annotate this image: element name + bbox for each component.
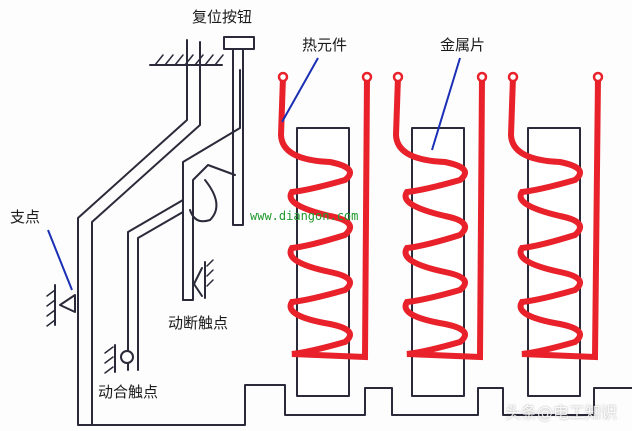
ceiling-hatch xyxy=(154,54,224,66)
make-contact-arm xyxy=(127,199,184,371)
label-heating-element: 热元件 xyxy=(302,36,348,54)
base-frame xyxy=(77,39,632,426)
make-contact-point xyxy=(120,350,134,364)
pointer-pivot xyxy=(47,229,73,291)
pivot-triangle xyxy=(59,294,76,313)
pivot-hatch xyxy=(46,289,56,327)
heater-coil-2 xyxy=(392,74,485,361)
corner-watermark: 头条@电工知识 xyxy=(505,403,618,422)
lever-rod xyxy=(91,41,201,426)
pointer-metal-strip xyxy=(431,57,461,151)
website-watermark: www.diangon.com xyxy=(250,209,359,223)
label-reset-button: 复位按钮 xyxy=(192,8,253,26)
make-contact-hatch xyxy=(104,346,114,374)
terminal-2b xyxy=(476,71,488,83)
heater-coil-3 xyxy=(507,74,601,361)
terminal-3a xyxy=(507,71,519,83)
terminal-2a xyxy=(392,71,404,83)
cam-curve xyxy=(189,179,218,223)
label-pivot: 支点 xyxy=(10,208,41,226)
reset-button-rod xyxy=(232,48,244,226)
heater-coil-1 xyxy=(277,74,370,361)
terminal-1a xyxy=(277,71,289,83)
break-contact-arm xyxy=(182,164,236,301)
reset-button-cap xyxy=(223,36,255,50)
label-moving-make-contact: 动合触点 xyxy=(98,383,159,401)
break-contact-hatch xyxy=(206,259,214,287)
terminal-3b xyxy=(592,71,604,83)
label-moving-break-contact: 动断触点 xyxy=(168,314,229,332)
terminal-1b xyxy=(361,71,373,83)
label-metal-strip: 金属片 xyxy=(440,36,486,54)
pointer-heating-element xyxy=(281,57,319,123)
inner-linkage xyxy=(182,69,241,301)
break-contact-fixed xyxy=(193,261,206,299)
